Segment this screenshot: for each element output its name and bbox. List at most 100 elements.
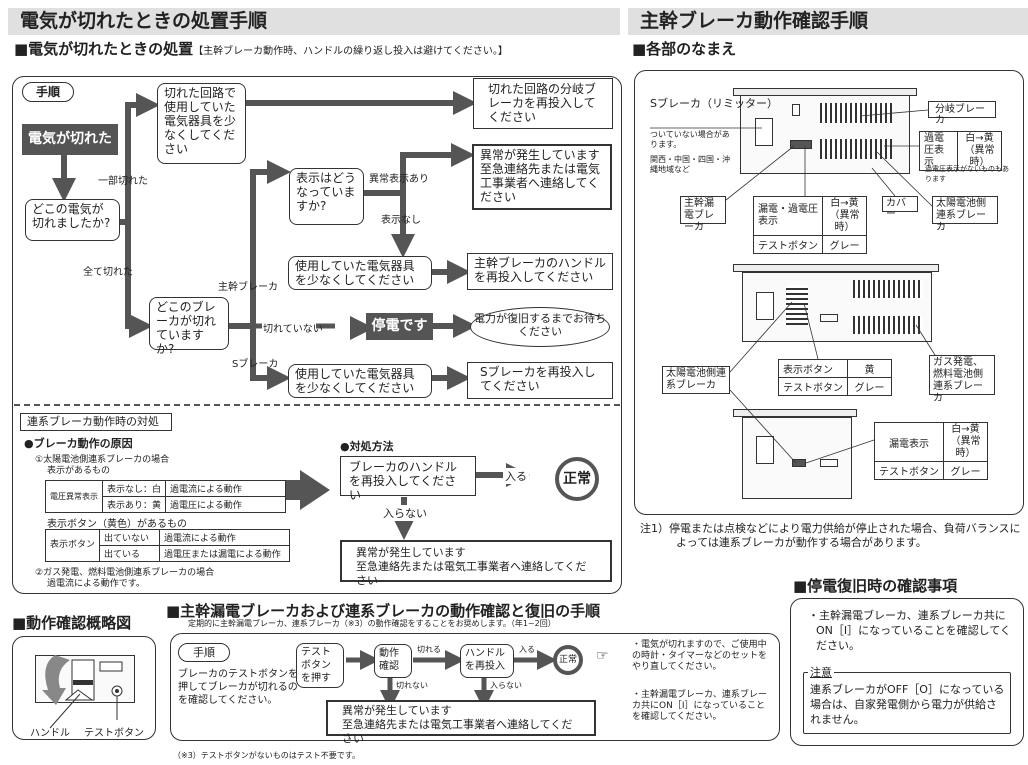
s-note-2: 関西・中国・四国・沖縄地域など <box>650 155 730 174</box>
gas-grid-label: ガス発電、燃料電池側連系ブレーカ <box>929 355 995 404</box>
panel-2-row2 <box>853 316 923 334</box>
test-button-label: テストボタン <box>84 728 144 739</box>
outage-node: 停電です <box>366 313 433 340</box>
arrow-partial <box>120 93 160 225</box>
db-test-value: グレー <box>847 377 892 396</box>
step-check: 動作確認 <box>374 644 412 678</box>
check-note-2: ・主幹漏電ブレーカ、連系ブレーカ共にON［I］になっていることを確認してください… <box>632 690 767 722</box>
t1-label: 電圧異常表示 <box>45 480 103 513</box>
q3-node: 表示はどうなっていますか? <box>289 168 364 225</box>
check-normal: 正常 <box>553 645 583 675</box>
q2-node: どこのブレーカが切れていますか? <box>149 297 229 356</box>
arrow-abnormal <box>363 143 475 196</box>
ld-test-value: グレー <box>943 461 988 480</box>
check-frame <box>170 633 780 741</box>
grid-section-title: 連系ブレーカ動作時の対処 <box>20 413 172 431</box>
lov-test-value: グレー <box>822 235 867 254</box>
s-note-1: ついていない場合があります。 <box>650 130 730 149</box>
overview-frame <box>12 636 156 740</box>
cover-label: カバー <box>882 196 918 220</box>
t1-cell: 表示あり：黄 <box>101 496 167 513</box>
check-note-1: ・電気が切れますので、ご使用中の時計・タイマーなどのセットをやり直してください。 <box>632 640 768 672</box>
flowchart-frame <box>12 76 622 594</box>
check-abnormal: 異常が発生しています 至急連絡先または電気工事業者へ連絡してください <box>326 700 596 745</box>
remedy-abnormal: 異常が発生しています 至急連絡先または電気工事業者へ連絡してください <box>340 540 612 587</box>
caution-box <box>803 672 1011 734</box>
panel-3-s <box>756 436 774 464</box>
right-title: 主幹ブレーカ動作確認手順 <box>628 8 1028 35</box>
s-breaker-icon <box>755 118 773 146</box>
lov-value: 白→黄（異常時） <box>822 196 867 236</box>
branch-breaker-label: 分岐ブレーカ <box>928 101 996 126</box>
branch-breakers-row-1 <box>820 103 892 123</box>
remedy-in-label: 入る <box>503 468 529 484</box>
overview-heading: ■動作確認概略図 <box>12 614 132 632</box>
panel-2-disp <box>820 314 838 322</box>
label-none: 切れていない <box>263 324 323 335</box>
footnote: （※3）テストボタンがないものはテスト不要です。 <box>173 751 360 760</box>
parts-heading: ■各部のなまえ <box>632 40 737 58</box>
ov-value: 白→黄（異常時） <box>957 131 1002 171</box>
start-node: 電気が切れた <box>22 124 118 155</box>
solar-grid-label: 太陽電池側連系ブレーカ <box>932 196 998 233</box>
step-test-button: テストボタンを押す <box>296 643 344 688</box>
ov-note: 過電圧表示がないものもあります <box>925 165 1009 183</box>
panel-1-window <box>792 104 800 116</box>
partial-result: 切れた回路の分岐ブレーカを再投入してください <box>473 78 613 129</box>
remedy-abnormal-line1: 異常が発生しています <box>356 546 466 559</box>
branch-breakers-row-2 <box>820 139 892 159</box>
left-title: 電気が切れたときの処置手順 <box>8 8 620 35</box>
label-abnormal: 異常表示あり <box>369 174 429 185</box>
check-abnormal-line1: 異常が発生しています <box>342 704 452 717</box>
arrow-all <box>125 222 153 338</box>
case1-sub: 表示があるもの <box>47 466 111 476</box>
t2-cell: 出ている <box>99 545 161 562</box>
restore-text: ・主幹漏電ブレーカ、連系ブレーカ共にON［I］になっていることを確認してください… <box>808 609 1011 652</box>
pointing-hand-icon: ☞ <box>596 648 609 664</box>
cause-table-1: 電圧異常表示表示なし：白過電流による動作 表示あり：黄過電圧による動作 <box>45 480 287 513</box>
label-s: Sブレーカ <box>232 359 279 370</box>
q1-node: どこの電気が切れましたか? <box>25 199 120 241</box>
ld-value: 白→黄（異常時） <box>943 422 988 462</box>
check-abnormal-line2: 至急連絡先または電気工事業者へ連絡してください <box>342 718 573 745</box>
lov-label: 漏電・過電圧表示 <box>753 196 823 236</box>
case1-sub2: 表示ボタン（黄色）があるもの <box>47 519 187 530</box>
remedy-heading: ●対処方法 <box>340 440 394 453</box>
leak-display-table: 漏電表示白→黄（異常時） テストボタングレー <box>874 422 988 480</box>
label-all: 全て切れた <box>83 267 133 278</box>
label-in: 入る <box>519 645 535 654</box>
label-cut: 切れる <box>417 645 441 654</box>
main-result: 主幹ブレーカのハンドルを再投入してください <box>467 253 613 290</box>
section-note: 【主幹ブレーカ動作時、ハンドルの繰り返し投入は避けてください。】 <box>193 46 508 57</box>
label-main: 主幹ブレーカ <box>218 282 278 293</box>
remedy-normal: 正常 <box>555 457 599 501</box>
panel-2-grid <box>786 285 808 325</box>
panel-3-disp <box>820 459 838 467</box>
step-rehandle: ハンドルを再投入 <box>460 644 514 678</box>
remedy-step: ブレーカのハンドルを再投入してください <box>340 456 476 502</box>
case1: ①太陽電池側連系ブレーカの場合 <box>35 455 170 465</box>
procedure-tag: 手順 <box>22 82 74 102</box>
panel-3-leak <box>792 459 806 467</box>
restore-frame <box>790 598 1024 746</box>
arrow-s <box>250 326 291 390</box>
section-heading-outage: ■電気が切れたときの処置【主幹ブレーカ動作時、ハンドルの繰り返し投入は避けてくだ… <box>14 38 508 59</box>
section-heading-text: ■電気が切れたときの処置 <box>14 40 194 58</box>
panel-2-row1 <box>853 280 923 298</box>
check-subtitle: 定期的に主幹漏電ブレーカ、連系ブレーカ（※3）の動作確認をすることをお奨めします… <box>188 619 556 628</box>
panel-1-top <box>733 88 917 96</box>
note1: 注1）停電または点検などにより電力供給が停止された場合、負荷バランスによっては連… <box>640 522 1021 549</box>
cause-heading: ●ブレーカ動作の原因 <box>24 437 133 450</box>
main-step: 使用していた電気器具を少なくしてください <box>288 256 432 290</box>
t2-label: 表示ボタン <box>44 529 101 562</box>
remedy-abnormal-line2: 至急連絡先または電気工事業者へ連絡してください <box>356 560 587 587</box>
main-leak-icon <box>790 140 812 149</box>
s-result: Sブレーカを再投入してください <box>467 362 613 399</box>
restore-heading: ■停電復旧時の確認事項 <box>793 577 958 595</box>
check-desc: ブレーカのテストボタンを押してブレーカが切れるのを確認してください。 <box>178 669 298 706</box>
solar-grid-label-2: 太陽電池側連系ブレーカ <box>662 366 730 394</box>
abnormal-result: 異常が発生しています至急連絡先または電気工事業者へ連絡してください <box>472 144 612 210</box>
down-arrow-icon <box>42 655 70 705</box>
